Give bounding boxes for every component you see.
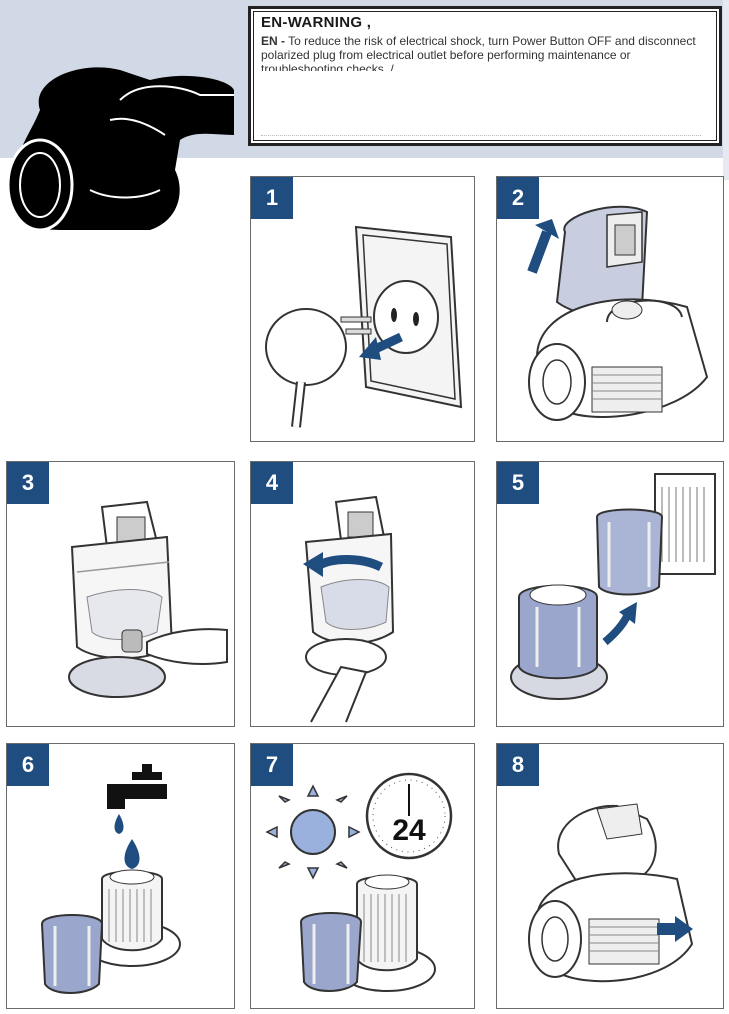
warning-box: EN-WARNING , EN - To reduce the risk of … <box>248 6 722 146</box>
step-number: 2 <box>497 177 539 219</box>
step-number: 7 <box>251 744 293 786</box>
hand-wiping-vacuum-icon <box>6 67 234 232</box>
warning-lang-prefix: EN - <box>261 34 285 48</box>
step-panel-6: 6 <box>6 743 235 1009</box>
step-number: 1 <box>251 177 293 219</box>
unplug-outlet-icon <box>265 225 463 428</box>
timer-clock-icon <box>365 772 453 860</box>
sun-icon <box>265 784 361 880</box>
step-panel-1: 1 <box>250 176 475 442</box>
step-panel-2: 2 <box>496 176 724 442</box>
step-number: 8 <box>497 744 539 786</box>
remove-filters-icon <box>510 473 716 700</box>
page-edge <box>723 0 729 180</box>
step-panel-8: 8 <box>496 743 724 1009</box>
step-panel-4: 4 <box>250 461 475 727</box>
step-number: 3 <box>7 462 49 504</box>
lift-container-icon <box>527 205 709 421</box>
step-number: 5 <box>497 462 539 504</box>
twist-container-icon <box>303 495 395 723</box>
drying-filters-icon <box>299 874 436 992</box>
step-panel-3: 3 <box>6 461 235 727</box>
step-number: 4 <box>251 462 293 504</box>
warning-title: EN-WARNING , <box>261 14 372 31</box>
press-release-button-icon <box>68 500 228 698</box>
timer-label: 24 <box>392 814 426 847</box>
step-panel-7: 7 24 <box>250 743 475 1009</box>
step-number: 6 <box>7 744 49 786</box>
warning-body: To reduce the risk of electrical shock, … <box>261 34 696 76</box>
step-panel-5: 5 <box>496 461 724 727</box>
warning-text: EN - To reduce the risk of electrical sh… <box>261 34 709 76</box>
reinsert-container-icon <box>528 803 694 983</box>
rinse-filters-icon <box>40 764 181 994</box>
redacted-area <box>261 71 701 136</box>
